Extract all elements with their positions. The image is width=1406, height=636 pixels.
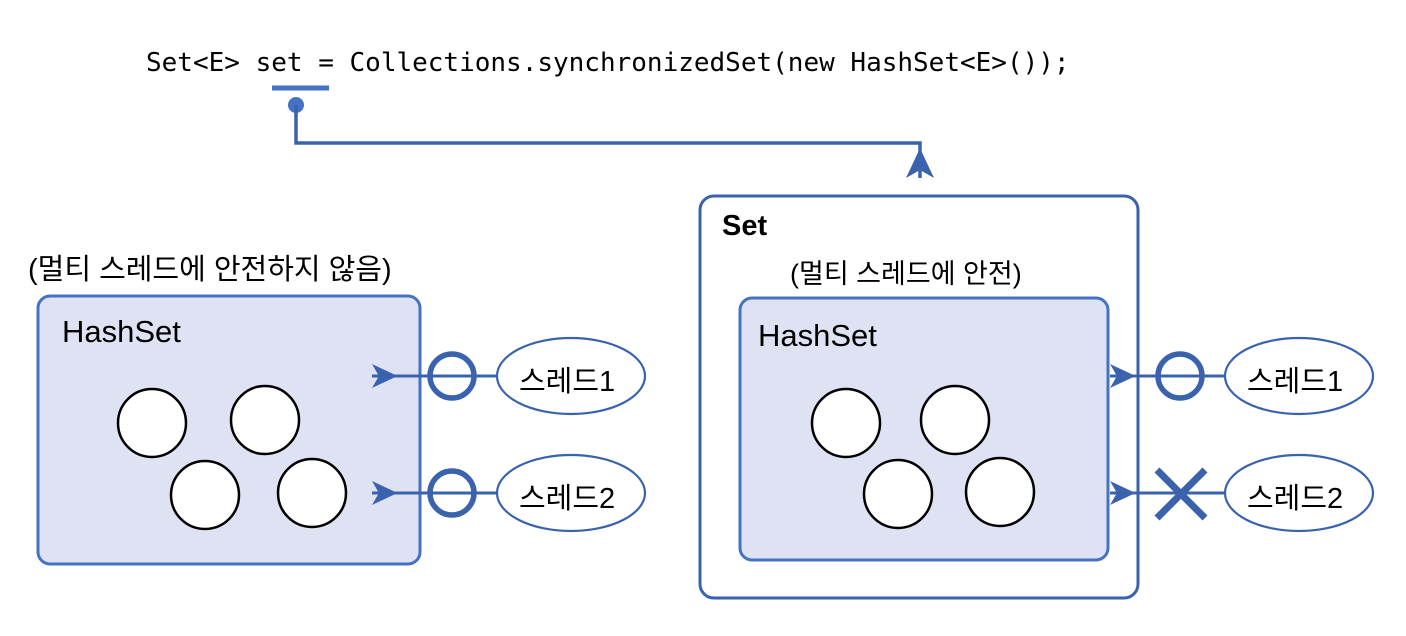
node-circle [116,387,188,459]
left-thread-2-label: 스레드2 [519,483,616,515]
left-node-circles [116,384,348,531]
left-box-title: HashSet [62,314,181,349]
right-node-circles [810,384,1036,530]
node-circle [169,459,241,531]
right-thread-2-ellipse [1223,453,1375,533]
node-circle [862,458,934,530]
left-thread-1-ellipse [495,336,647,416]
left-thread-1-connector [372,351,497,401]
right-thread-1-ellipse [1223,336,1375,416]
right-thread-1-label: 스레드1 [1247,366,1344,398]
node-circle [229,384,301,456]
right-caption-thread-safe: (멀티 스레드에 안전) [790,259,1022,289]
code-prefix: Set<E> [146,48,256,78]
right-thread-2-connector [1110,467,1227,521]
node-circle [810,387,882,459]
lock-open-circle-icon [427,468,477,518]
right-thread-1-connector [1110,351,1227,401]
blocked-x-icon [1154,467,1208,521]
lock-open-circle-icon [427,351,477,401]
node-circle [964,456,1036,528]
right-outer-box-title: Set [722,210,768,242]
left-thread-2-ellipse [495,453,647,533]
right-box-title: HashSet [758,318,877,353]
node-circle [919,384,991,456]
left-caption-not-thread-safe: (멀티 스레드에 안전하지 않음) [28,254,392,286]
code-variable-set: set [255,48,303,78]
code-suffix: = Collections.synchronizedSet(new HashSe… [302,48,1070,78]
left-thread-1-label: 스레드1 [519,366,616,398]
connector-set-to-setbox [288,97,934,178]
lock-open-circle-icon [1155,351,1205,401]
code-statement: Set<E> set = Collections.synchronizedSet… [146,48,1070,78]
right-thread-2-label: 스레드2 [1247,483,1344,515]
node-circle [276,457,348,529]
left-thread-2-connector [372,468,497,518]
